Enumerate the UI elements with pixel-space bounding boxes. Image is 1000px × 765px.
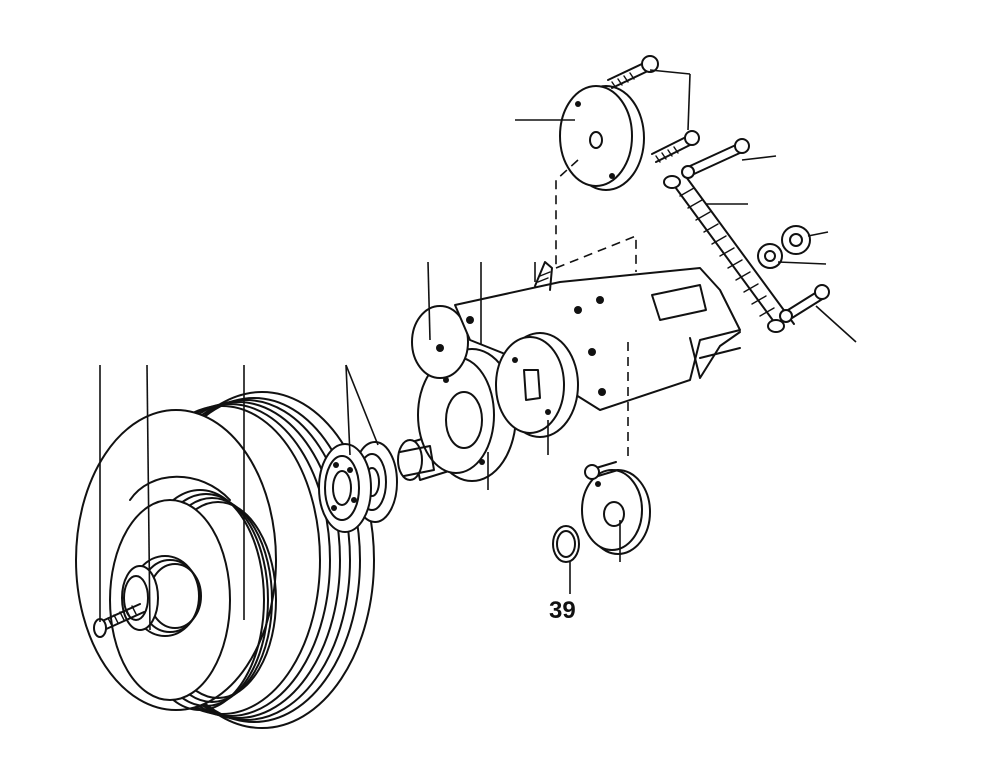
- lower-disc-bolt: [584, 461, 619, 480]
- spring-bolt-upper: [681, 138, 750, 179]
- top-disc: [559, 85, 645, 191]
- spring-bolt-lower: [779, 284, 830, 323]
- retaining-ring: [552, 525, 580, 563]
- part-number-39: 39: [549, 597, 576, 624]
- leader-lines: [99, 69, 857, 631]
- lower-disc: [581, 469, 651, 555]
- tension-spring: [663, 173, 795, 333]
- pulley-hub: [121, 555, 202, 637]
- pulley: [75, 391, 375, 729]
- top-screw-lower: [651, 130, 700, 163]
- assembly-lines: [555, 159, 637, 460]
- nut-upper: [781, 225, 811, 255]
- bearings: [318, 441, 398, 533]
- top-screw-upper: [607, 55, 659, 89]
- washer-upper: [411, 305, 469, 379]
- flange-plate: [495, 332, 579, 438]
- nut-lower: [757, 243, 783, 269]
- stub-shaft: [397, 348, 517, 482]
